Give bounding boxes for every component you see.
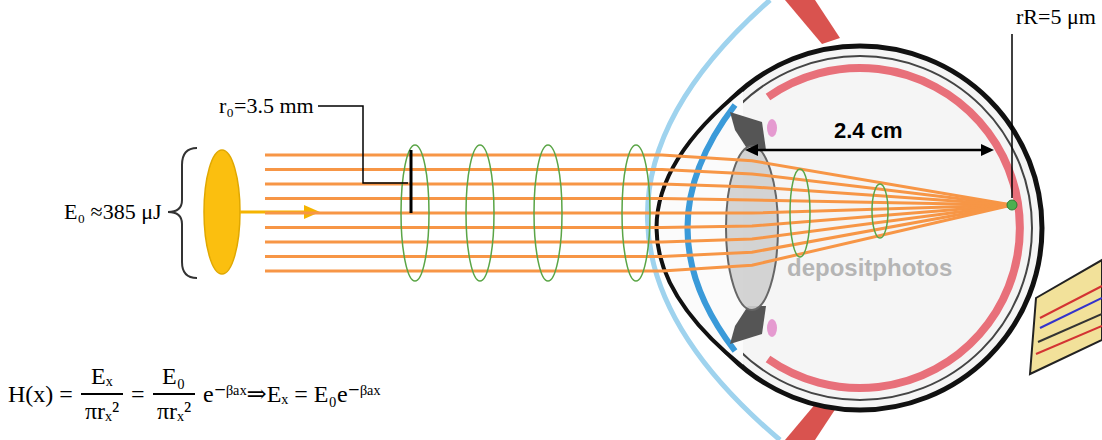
ray [265, 170, 1012, 206]
formula-numerator: Eₓ [91, 362, 113, 391]
ray [265, 184, 1012, 205]
dimension-arrowhead [745, 144, 758, 156]
laser-rays [265, 155, 1012, 271]
ray [265, 205, 1012, 242]
leader-line [318, 106, 408, 183]
spot-radius-label: rR=5 μm [1016, 4, 1096, 30]
nerve-strand [1036, 326, 1102, 354]
watermark: depositphotos [787, 254, 952, 283]
energy-label: E₀ ≈385 μJ [64, 199, 162, 225]
radius-label: r₀=3.5 mm [219, 93, 314, 119]
dimension-line [755, 149, 984, 152]
optic-nerve [1030, 260, 1102, 374]
fraction-bar [81, 393, 123, 395]
iris [730, 112, 766, 150]
dimension-arrowhead [981, 144, 994, 156]
wavefront [872, 184, 888, 238]
formula-denominator: πrₓ² [85, 397, 119, 426]
ray [265, 205, 1012, 213]
laser-pulse [204, 150, 240, 274]
formula-term: e⁻ᵝᵃˣ⇒Eₓ = E₀e⁻ᵝᵃˣ [203, 380, 380, 409]
upper-eyelid [785, 0, 840, 44]
formula-term: H(x) = [8, 380, 73, 409]
ray [265, 199, 1012, 206]
ciliary-body [767, 319, 777, 337]
wavefront [401, 145, 429, 281]
ray [265, 155, 1012, 205]
nerve-strand [1038, 314, 1102, 342]
wavefront [790, 169, 810, 257]
wavefront [534, 145, 562, 281]
formula-denominator: πrₓ² [157, 397, 191, 426]
leader-line [1011, 34, 1013, 198]
wavefront [622, 145, 650, 281]
fraction-bar [153, 393, 195, 395]
retina-spot [1007, 200, 1017, 210]
formula-numerator: E₀ [162, 362, 185, 391]
wavefront [466, 145, 494, 281]
ciliary-body [767, 119, 777, 137]
lens [726, 146, 778, 310]
nerve-strand [1040, 298, 1102, 328]
pulse-bracket [168, 148, 197, 278]
formula-term: = [131, 380, 145, 409]
retina [768, 68, 1020, 388]
iris [730, 306, 766, 344]
aperture-radius [410, 150, 413, 213]
distance-label: 2.4 cm [834, 118, 903, 144]
